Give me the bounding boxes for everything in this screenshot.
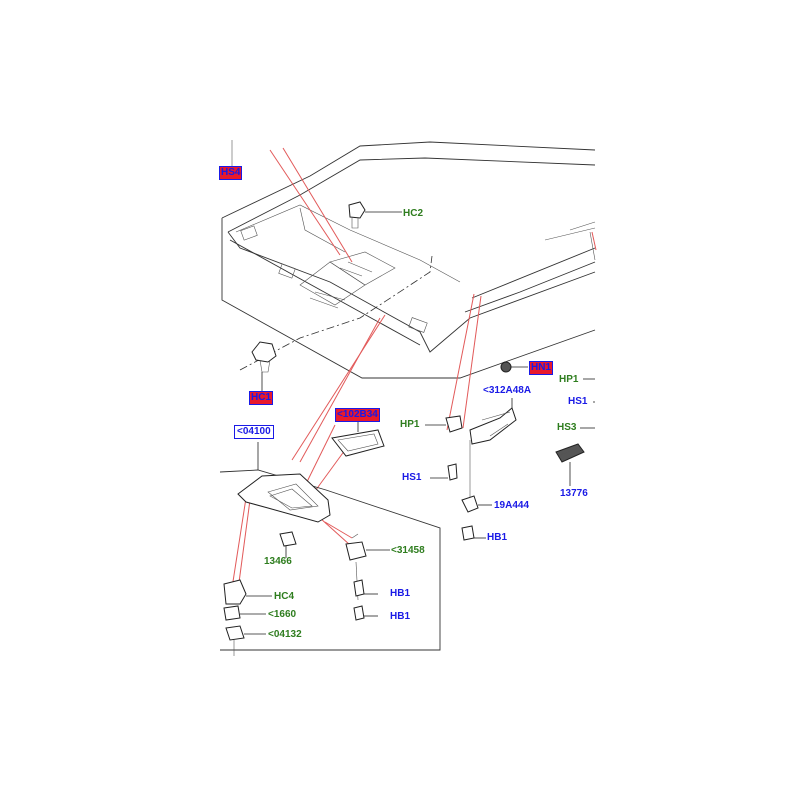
- label-04100[interactable]: <04100: [234, 425, 274, 439]
- label-312a48a[interactable]: <312A48A: [483, 385, 532, 396]
- guide-lines: [231, 147, 597, 591]
- label-hs4[interactable]: HS4: [219, 166, 243, 180]
- fastener-parts: [223, 140, 585, 656]
- label-hs3[interactable]: HS3: [557, 422, 577, 433]
- sun-visor: [237, 473, 331, 523]
- headliner-panel: [221, 141, 596, 379]
- label-hs1-right[interactable]: HS1: [568, 396, 588, 407]
- label-1660[interactable]: <1660: [268, 609, 297, 620]
- vanity-mirror: [331, 429, 385, 457]
- label-hc1[interactable]: HC1: [249, 391, 274, 405]
- label-hn1[interactable]: HN1: [529, 361, 554, 375]
- label-hb1-b[interactable]: HB1: [390, 588, 411, 599]
- label-13466[interactable]: 13466: [264, 556, 292, 567]
- label-19a444[interactable]: 19A444: [494, 500, 530, 511]
- label-04132[interactable]: <04132: [268, 629, 302, 640]
- label-hp1-right[interactable]: HP1: [559, 374, 579, 385]
- label-hb1-c[interactable]: HB1: [390, 611, 411, 622]
- label-hb1-a[interactable]: HB1: [487, 532, 508, 543]
- visor-group-outline: [219, 469, 441, 651]
- label-hp1[interactable]: HP1: [400, 419, 420, 430]
- label-102b34[interactable]: <102B34: [335, 408, 380, 422]
- label-hc4[interactable]: HC4: [274, 591, 295, 602]
- label-13776[interactable]: 13776: [560, 488, 588, 499]
- leader-lines: [240, 211, 595, 635]
- label-hs1[interactable]: HS1: [402, 472, 422, 483]
- label-31458[interactable]: <31458: [391, 545, 425, 556]
- label-hc2[interactable]: HC2: [403, 208, 424, 219]
